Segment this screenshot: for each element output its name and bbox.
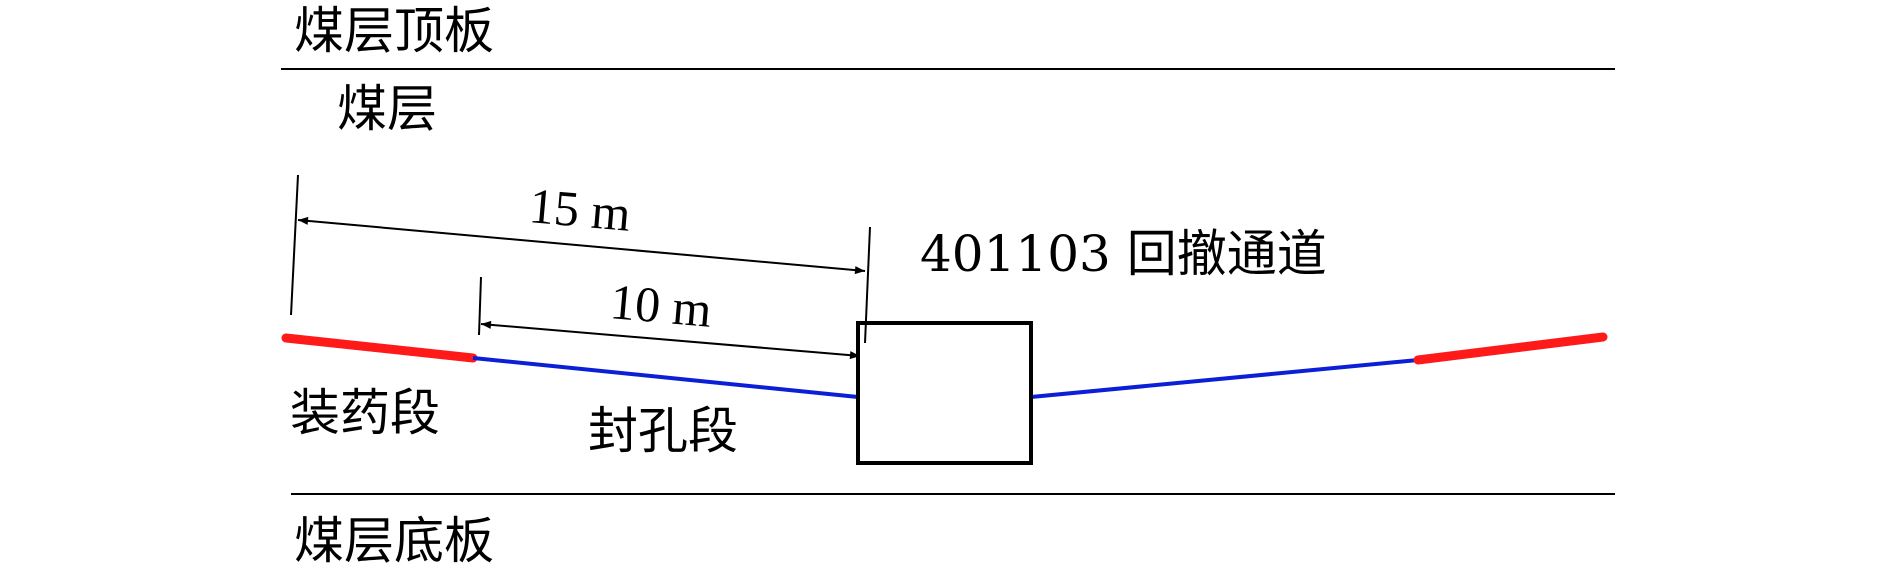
dim-10-left-extension <box>478 276 482 336</box>
dim-15-left-extension <box>290 174 299 316</box>
dim-10-line <box>480 320 861 360</box>
dim-right-extension <box>864 226 871 344</box>
right-charge-section <box>1413 332 1608 365</box>
right-seal-section <box>1030 358 1419 399</box>
dim-15-label: 15 m <box>527 177 633 242</box>
floor-label: 煤层底板 <box>294 512 494 570</box>
retreat-channel-box <box>856 321 1033 465</box>
dim-10-label: 10 m <box>608 273 714 338</box>
seam-label: 煤层 <box>337 80 437 138</box>
roof-label: 煤层顶板 <box>294 2 494 60</box>
dim-15-line <box>297 216 866 275</box>
left-charge-section <box>281 333 478 363</box>
seal-section-label: 封孔段 <box>588 402 738 460</box>
charge-section-label: 装药段 <box>290 384 440 442</box>
channel-label: 401103 回撤通道 <box>920 225 1327 283</box>
left-seal-section <box>472 356 859 399</box>
